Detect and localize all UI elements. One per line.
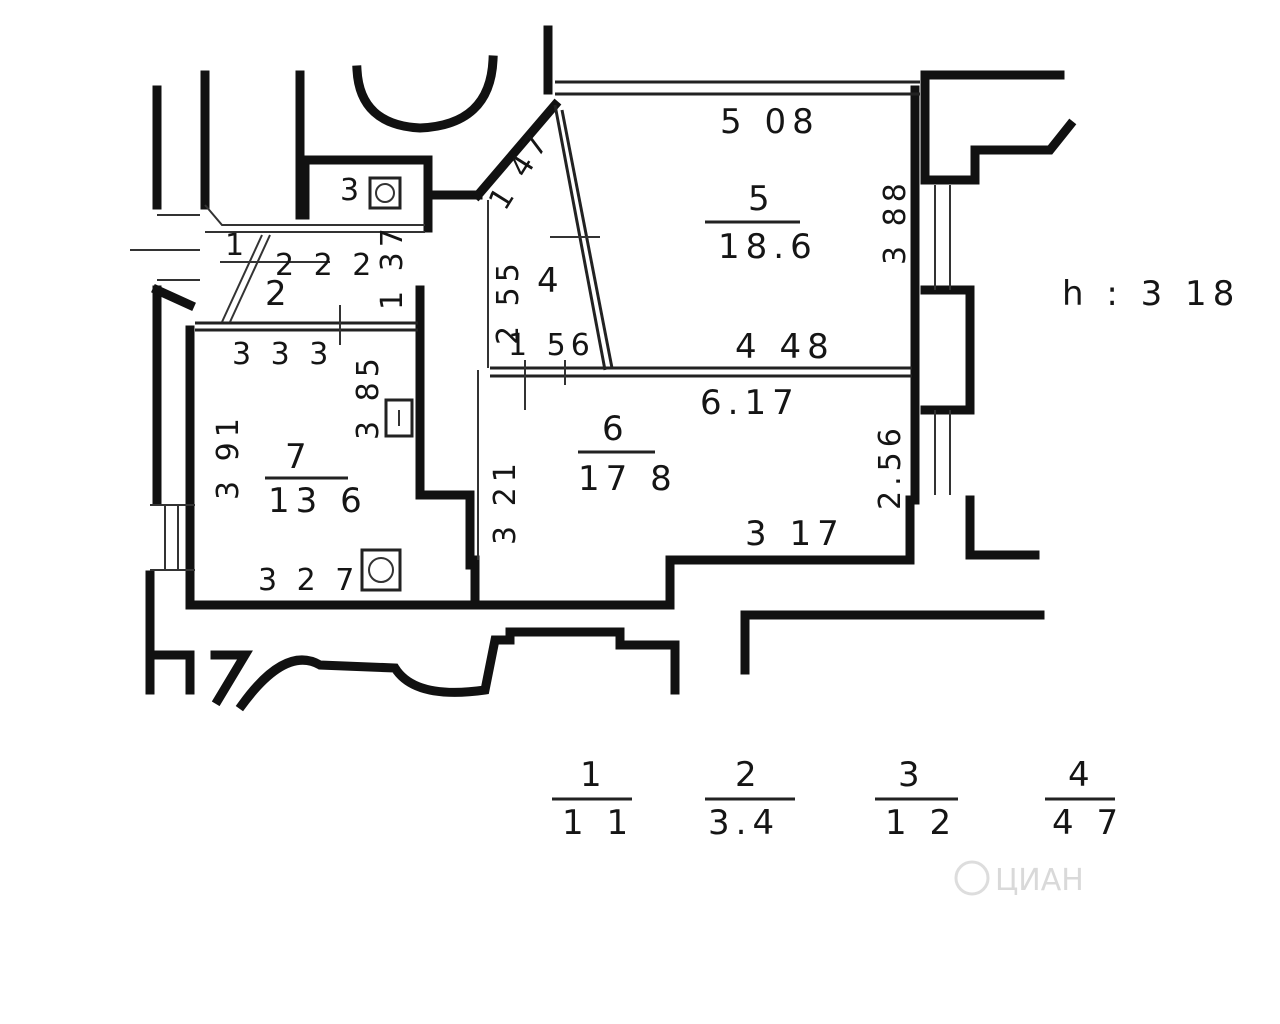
room-3-number: 3	[340, 173, 364, 208]
legend-3-number: 3	[898, 755, 926, 795]
room-5-number: 5	[748, 179, 776, 219]
dim-room5-bottom: 4 48	[735, 327, 835, 367]
walls	[145, 25, 1077, 712]
legend-4-number: 4	[1068, 755, 1096, 795]
dim-room6-bottom: 3 17	[745, 514, 845, 554]
legend-3-area: 1 2	[885, 803, 957, 843]
dim-room6-left: 3 21	[488, 458, 523, 545]
dim-room7-left: 3 91	[211, 413, 246, 500]
room-1-number: 1	[225, 228, 249, 263]
legend-2-number: 2	[735, 755, 763, 795]
room-6-number: 6	[602, 409, 630, 449]
dim-room2-width: 2 2 2	[275, 248, 376, 283]
watermark-logo-icon	[954, 860, 990, 896]
watermark-text: ЦИАН	[995, 863, 1084, 898]
dim-top-wall: 5 08	[720, 102, 820, 142]
room-6-area: 17 8	[578, 459, 678, 499]
boiler-icon	[368, 176, 402, 210]
dim-room5-right: 3 88	[878, 178, 913, 265]
legend-2-area: 3.4	[708, 803, 780, 843]
watermark: ЦИАН	[954, 860, 1084, 898]
legend: 1 1 1 2 3.4 3 1 2 4 4 7	[552, 755, 1124, 843]
dim-room7-bottom: 3 2 7	[258, 563, 359, 598]
stove-icon	[360, 548, 402, 592]
legend-1-number: 1	[580, 755, 608, 795]
dim-room4-left: 2 55	[491, 258, 526, 345]
room-7-number: 7	[285, 437, 313, 477]
dimension-labels: 5 08 3 88 1 4 7 2 55 2 2 2 1 37 3 3 3 3 8…	[211, 102, 913, 598]
dim-room2-height: 1 37	[375, 223, 410, 310]
dim-room6-top: 6.17	[700, 383, 800, 423]
interior-lines	[130, 80, 951, 571]
room-7-area: 13 6	[268, 481, 368, 521]
fixtures	[360, 176, 414, 592]
room-4-number: 4	[537, 261, 565, 301]
room-5-area: 18.6	[718, 227, 818, 267]
room-labels: 1 2 3 4 5 18.6 6 17 8 7 13 6	[225, 173, 818, 521]
dim-corridor-left: 1 56	[508, 328, 595, 363]
scale-label: h : 3 18	[1062, 274, 1240, 314]
dim-room1-side: 3 85	[351, 353, 386, 440]
legend-1-area: 1 1	[562, 803, 634, 843]
dim-room6-right: 2.56	[873, 423, 908, 510]
dim-room7-top: 3 3 3	[232, 337, 333, 372]
room-2-number: 2	[265, 274, 293, 314]
legend-4-area: 4 7	[1052, 803, 1124, 843]
outlet-icon	[384, 398, 414, 438]
